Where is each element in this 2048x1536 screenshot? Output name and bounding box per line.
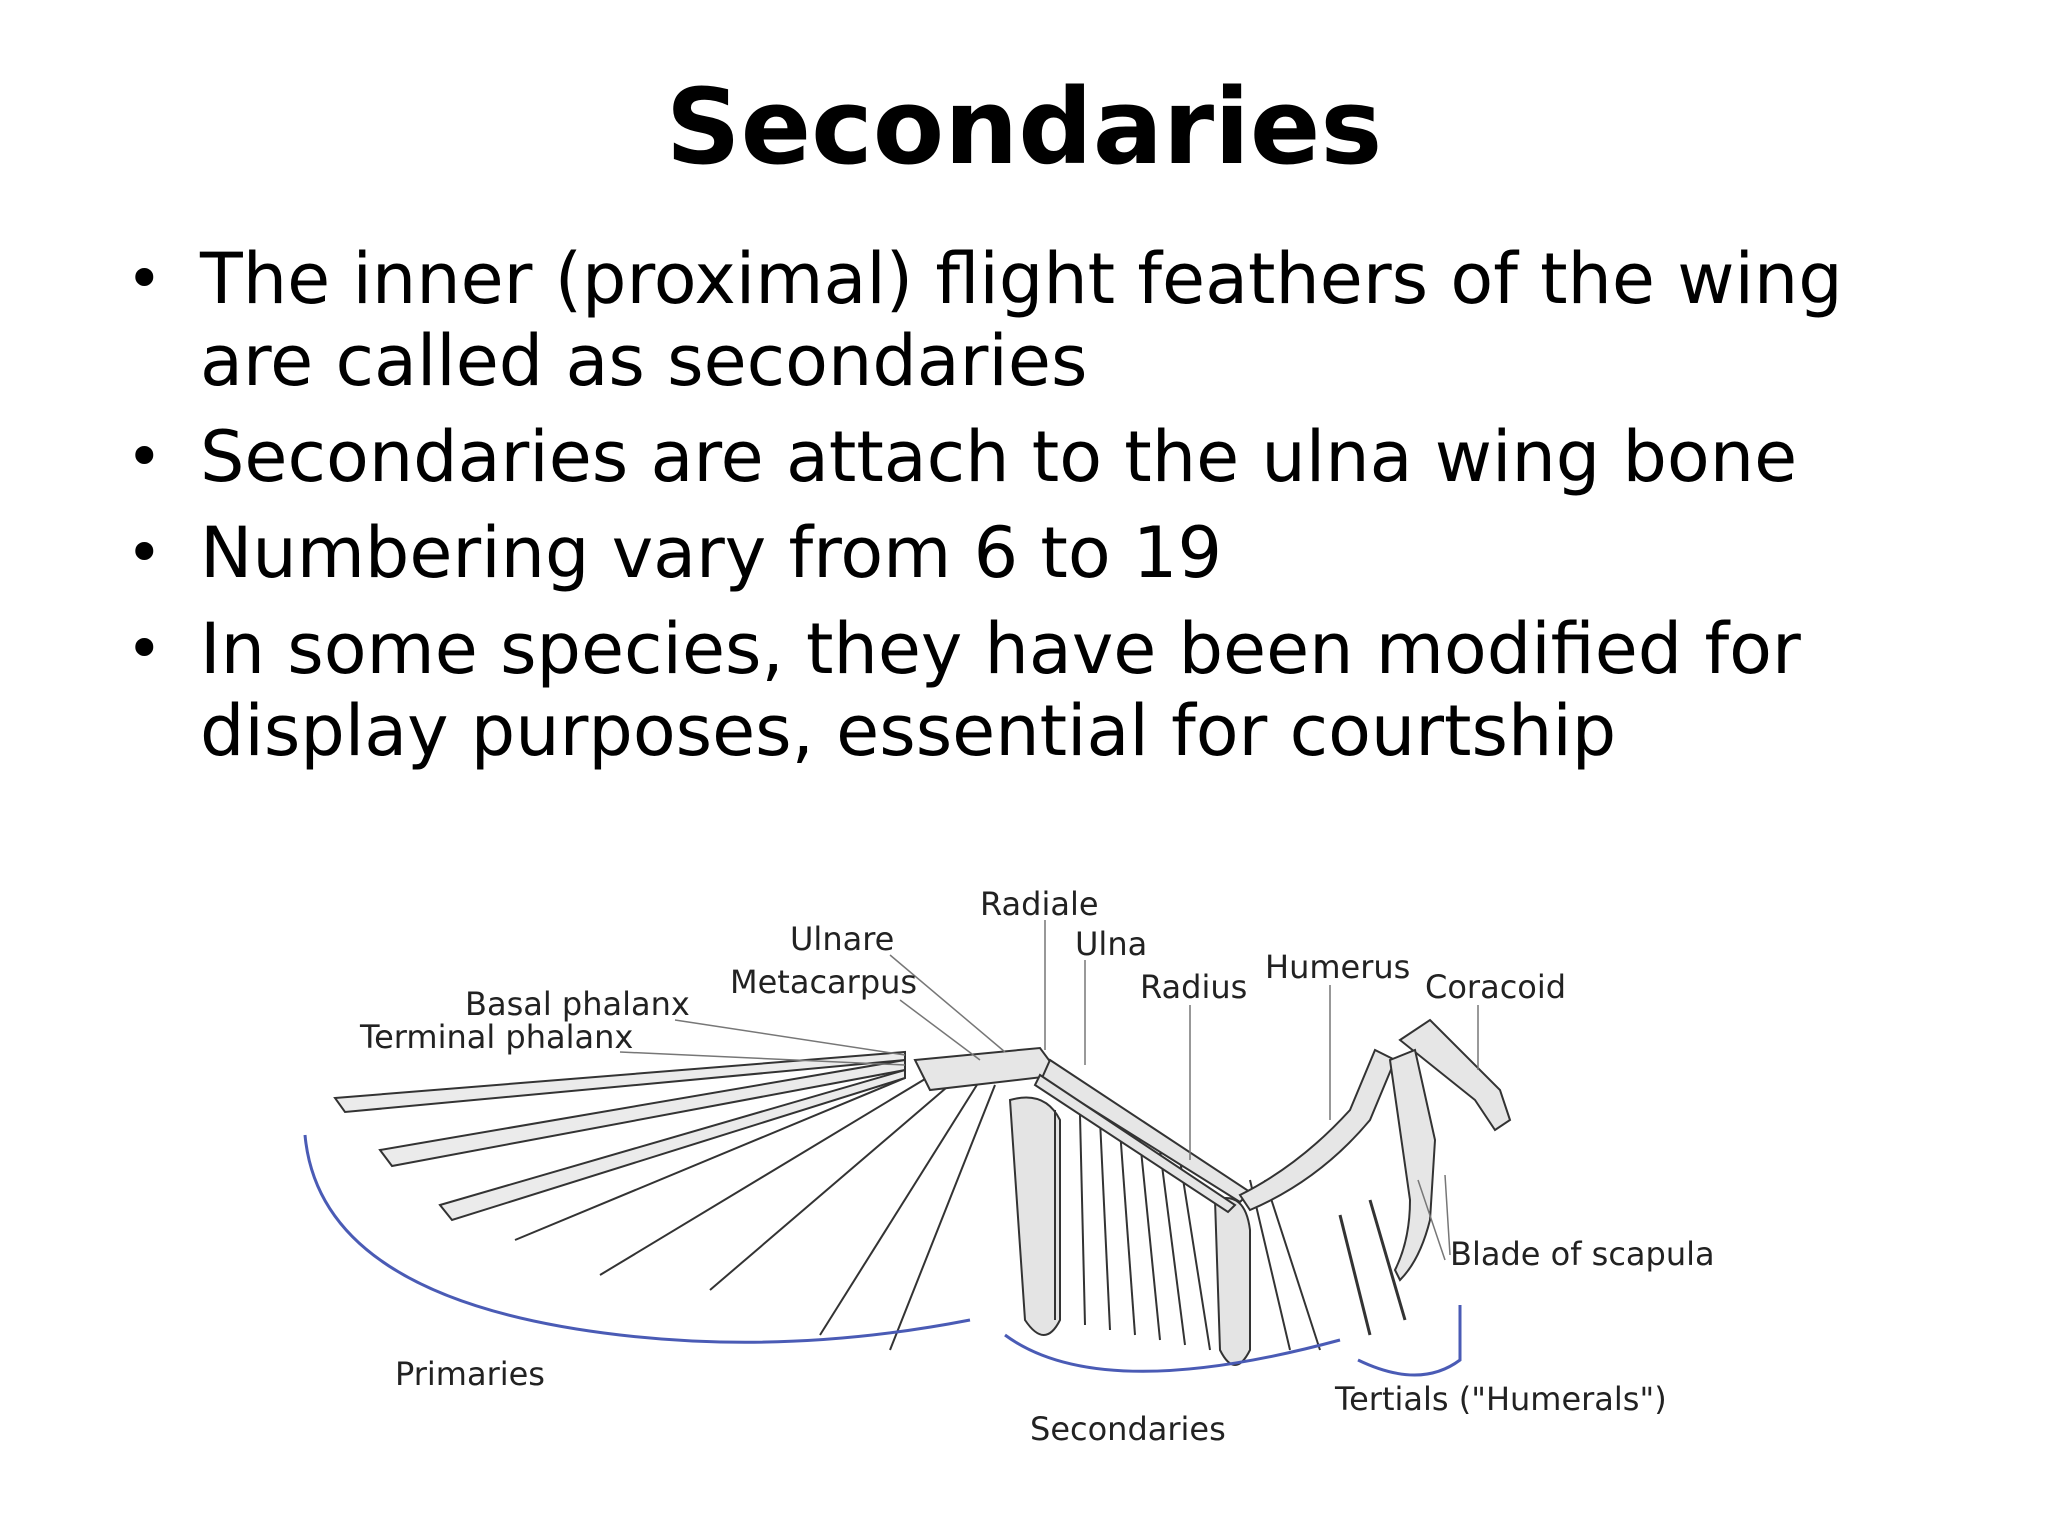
label-humerus: Humerus bbox=[1265, 948, 1410, 986]
slide-title: Secondaries bbox=[665, 66, 1383, 188]
leader-line bbox=[889, 954, 1006, 1053]
primary-feather-shaft bbox=[819, 1079, 981, 1336]
label-metacarpus: Metacarpus bbox=[730, 963, 917, 1001]
primary-feather-shaft bbox=[599, 1075, 931, 1276]
secondary-feather-shaft bbox=[1139, 1139, 1161, 1341]
secondary-feather-shaft bbox=[1099, 1119, 1111, 1331]
bullet-dot-icon: • bbox=[126, 242, 163, 315]
secondaries-bracket bbox=[1004, 1333, 1341, 1373]
leader-line bbox=[674, 1019, 906, 1056]
tertials-bracket bbox=[1357, 1305, 1462, 1377]
group-brackets bbox=[303, 1134, 1462, 1377]
label-blade-of-scapula: Blade of scapula bbox=[1450, 1235, 1715, 1273]
wing-bones bbox=[913, 1018, 1512, 1282]
coracoid-bone bbox=[1398, 1018, 1512, 1132]
bullet-item: • Numbering vary from 6 to 19 bbox=[120, 512, 1920, 594]
leader-line bbox=[899, 999, 981, 1061]
label-ulnare: Ulnare bbox=[790, 920, 894, 958]
tertial-feather-shaft bbox=[1368, 1199, 1407, 1321]
primary-feather-shaft bbox=[514, 1077, 906, 1241]
primaries-bracket bbox=[303, 1134, 971, 1344]
leader-line bbox=[1444, 1174, 1451, 1256]
leader-line bbox=[1417, 1179, 1446, 1261]
secondary-feather-shaft bbox=[1159, 1149, 1186, 1346]
label-secondaries: Secondaries bbox=[1030, 1410, 1226, 1448]
primary-feather-shaft bbox=[889, 1084, 996, 1351]
bullet-item: • The inner (proximal) flight feathers of… bbox=[120, 238, 1920, 402]
label-ulna: Ulna bbox=[1075, 925, 1147, 963]
secondary-feather-shaft bbox=[1079, 1114, 1086, 1326]
bullet-dot-icon: • bbox=[126, 612, 163, 685]
scapula-bone bbox=[1388, 1048, 1437, 1282]
bullet-item: • Secondaries are attach to the ulna wing… bbox=[120, 416, 1920, 498]
wing-anatomy-diagram: Radiale Ulnare Ulna Humerus Metacarpus R… bbox=[303, 885, 1715, 1448]
ulna-bone bbox=[1040, 1058, 1252, 1204]
secondary-feather-shaft bbox=[1119, 1129, 1136, 1336]
secondary-feather-shaft bbox=[1249, 1179, 1291, 1351]
secondary-feathers bbox=[1008, 1096, 1321, 1366]
secondary-feather-shaft bbox=[1179, 1159, 1211, 1351]
bullet-list: • The inner (proximal) flight feathers of… bbox=[120, 238, 1920, 786]
bullet-text: Numbering vary from 6 to 19 bbox=[200, 512, 1223, 594]
leader-line bbox=[619, 1051, 906, 1066]
bullet-text: In some species, they have been modified… bbox=[200, 608, 1801, 772]
bullet-text: The inner (proximal) flight feathers of … bbox=[200, 238, 1843, 402]
radius-bone bbox=[1033, 1073, 1237, 1214]
label-primaries: Primaries bbox=[395, 1355, 545, 1393]
bullet-dot-icon: • bbox=[126, 516, 163, 589]
secondary-feather-shaft bbox=[1264, 1179, 1321, 1351]
label-basal-phalanx: Basal phalanx bbox=[465, 985, 690, 1023]
bullet-item: • In some species, they have been modifie… bbox=[120, 608, 1920, 772]
bullet-dot-icon: • bbox=[126, 420, 163, 493]
secondary-feather bbox=[1008, 1096, 1061, 1336]
leader-lines bbox=[619, 920, 1479, 1261]
secondary-feather bbox=[1213, 1197, 1251, 1366]
label-tertials: Tertials ("Humerals") bbox=[1334, 1380, 1667, 1418]
tertial-feather-shaft bbox=[1338, 1214, 1372, 1336]
primary-feather-shaft bbox=[709, 1075, 961, 1291]
label-radius: Radius bbox=[1140, 968, 1247, 1006]
primary-feathers bbox=[333, 1050, 996, 1351]
bullet-text: Secondaries are attach to the ulna wing … bbox=[200, 416, 1798, 498]
label-radiale: Radiale bbox=[980, 885, 1099, 923]
label-terminal-phalanx: Terminal phalanx bbox=[359, 1018, 633, 1056]
label-coracoid: Coracoid bbox=[1425, 968, 1566, 1006]
tertial-feathers bbox=[1338, 1199, 1407, 1336]
humerus-bone bbox=[1238, 1048, 1397, 1212]
